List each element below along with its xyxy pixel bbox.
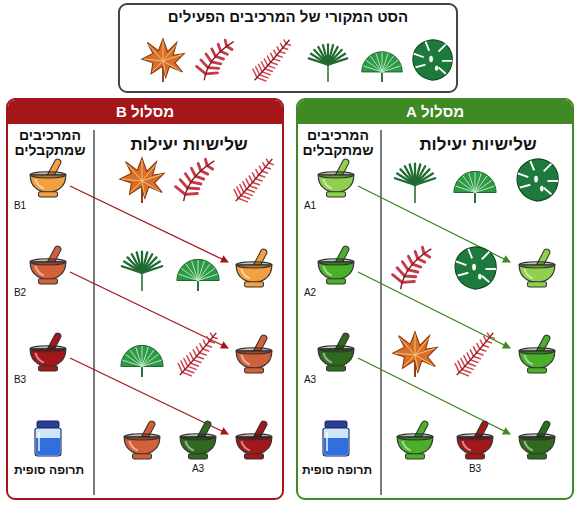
leaf-icon: [393, 247, 432, 289]
leaf-icon: [362, 52, 402, 82]
column-heading: המרכיבים שמתקבלים: [297, 128, 379, 159]
leaf-icon: [176, 159, 215, 201]
leaf-icon: [309, 44, 347, 82]
leaf-icon: [234, 159, 273, 202]
mortar-icon: [519, 334, 555, 373]
ingredient-set-box: הסט המקורי של המרכיבים הפעילים: [118, 3, 458, 93]
mortar-icon: [236, 420, 272, 459]
column-heading: המרכיבים שמתקבלים: [8, 128, 92, 159]
mortar-icon: [236, 334, 272, 373]
leaf-icon: [197, 40, 234, 80]
leaf-icon: [395, 164, 435, 203]
leaf-icon: [413, 40, 452, 80]
callout-label: A1: [300, 200, 320, 211]
mortar-icon: [397, 420, 433, 459]
callout-label: A2: [300, 287, 320, 298]
panel-heading: מסלול A: [298, 100, 572, 124]
callout-label: B3: [10, 374, 30, 385]
mortar-icon: [519, 248, 555, 287]
mortar-icon: [30, 332, 66, 371]
mortar-icon: [30, 245, 66, 284]
medicine-jar: [323, 421, 349, 456]
mortar-icon: [30, 158, 66, 197]
leaf-icon: [455, 247, 496, 289]
mortar-icon: [124, 420, 160, 459]
column-heading: שלישיות יעילות: [96, 136, 282, 155]
callout-label: B1: [10, 200, 30, 211]
leaf-icon: [393, 332, 437, 377]
final-label: תרופה סופית: [298, 464, 376, 477]
mortar-icon: [318, 332, 354, 371]
mortar-icon: [236, 248, 272, 287]
mortar-icon: [457, 420, 493, 459]
leaf-icon: [178, 333, 217, 376]
leaf-icon: [122, 252, 162, 291]
leaf-icon: [120, 158, 164, 203]
column-heading: שלישיות יעילות: [384, 136, 572, 155]
leaf-icon: [142, 39, 184, 82]
leaf-icon: [455, 333, 494, 376]
callout-label: A3: [300, 374, 320, 385]
callout-label: B2: [10, 287, 30, 298]
leaf-icon: [454, 171, 496, 203]
leaf-icon: [517, 159, 558, 201]
mortar-icon: [318, 245, 354, 284]
final-label: תרופה סופית: [9, 464, 89, 477]
leaf-icon: [177, 259, 219, 291]
mortar-icon: [180, 420, 216, 459]
medicine-jar: [35, 421, 61, 456]
mortar-icon: [318, 158, 354, 197]
leaf-icon: [253, 40, 290, 81]
mortar-icon: [519, 420, 555, 459]
callout-label: B3: [462, 463, 488, 474]
leaf-icon: [121, 345, 163, 377]
callout-label: A3: [185, 463, 211, 474]
panel-heading: מסלול B: [8, 100, 282, 124]
box-title: הסט המקורי של המרכיבים הפעילים: [120, 5, 456, 25]
